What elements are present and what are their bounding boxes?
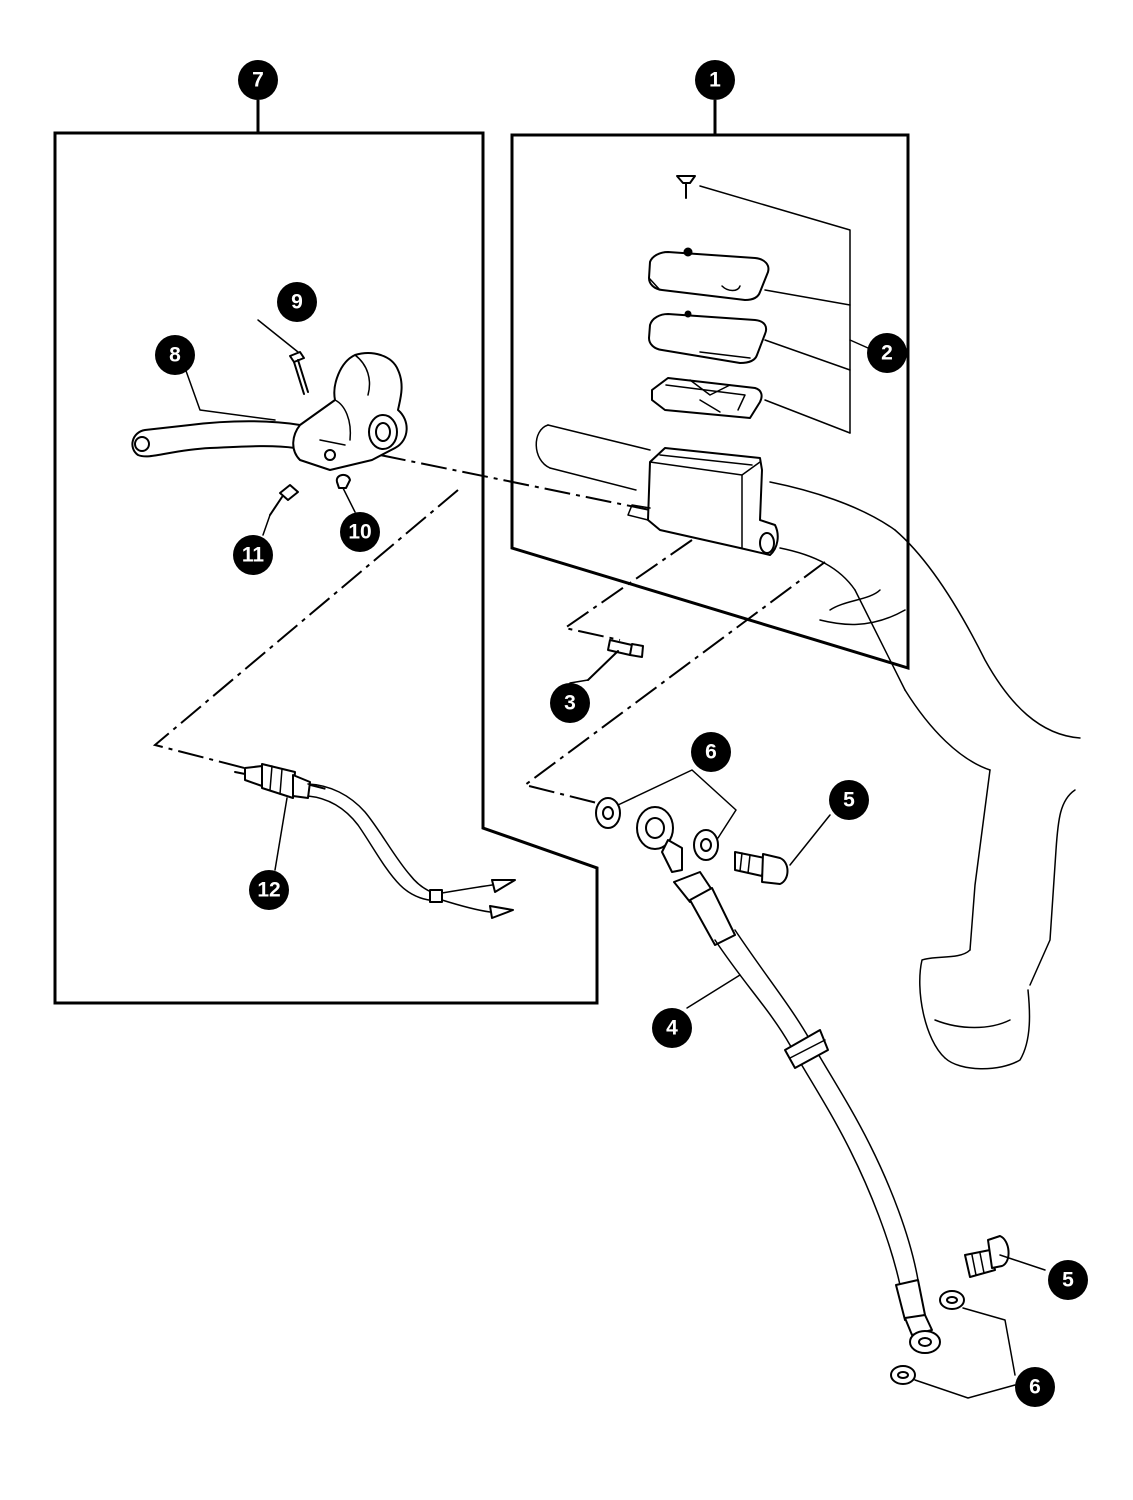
- callout-5-lower: 5: [1048, 1260, 1088, 1300]
- svg-text:3: 3: [564, 692, 576, 715]
- callout-12: 12: [249, 870, 289, 910]
- callout-4: 4: [652, 1008, 692, 1048]
- svg-text:7: 7: [252, 69, 264, 92]
- callout-8: 8: [155, 335, 195, 375]
- svg-text:2: 2: [881, 342, 893, 365]
- callout-6-lower: 6: [1015, 1367, 1055, 1407]
- svg-text:9: 9: [291, 291, 303, 314]
- svg-text:5: 5: [1062, 1269, 1074, 1292]
- handlebar-and-fork: [535, 424, 1081, 1070]
- lever-assembly: [131, 351, 408, 516]
- brake-light-switch: [234, 763, 516, 919]
- svg-text:6: 6: [705, 741, 717, 764]
- screw-3: [587, 639, 644, 681]
- callout-9: 9: [277, 282, 317, 322]
- svg-text:8: 8: [169, 344, 181, 367]
- callout-11: 11: [233, 535, 273, 575]
- svg-text:11: 11: [242, 544, 265, 567]
- svg-text:5: 5: [843, 789, 855, 812]
- master-cylinder: [627, 447, 779, 556]
- callout-6-upper: 6: [691, 732, 731, 772]
- callout-7: 7: [238, 60, 278, 100]
- svg-text:10: 10: [348, 521, 371, 544]
- callout-5-upper: 5: [829, 780, 869, 820]
- callout-2: 2: [867, 333, 907, 373]
- svg-text:12: 12: [257, 879, 280, 902]
- callout-1: 1: [695, 60, 735, 100]
- callout-10: 10: [340, 512, 380, 552]
- svg-text:6: 6: [1029, 1376, 1041, 1399]
- brake-hose: [595, 769, 1046, 1399]
- callout-leaders: [184, 319, 741, 1009]
- group-1-frame: [510, 100, 910, 671]
- group-7-frame: [53, 100, 599, 1005]
- svg-text:1: 1: [709, 69, 721, 92]
- svg-text:4: 4: [666, 1017, 678, 1040]
- reservoir-cover-set: [648, 175, 869, 434]
- callout-3: 3: [550, 683, 590, 723]
